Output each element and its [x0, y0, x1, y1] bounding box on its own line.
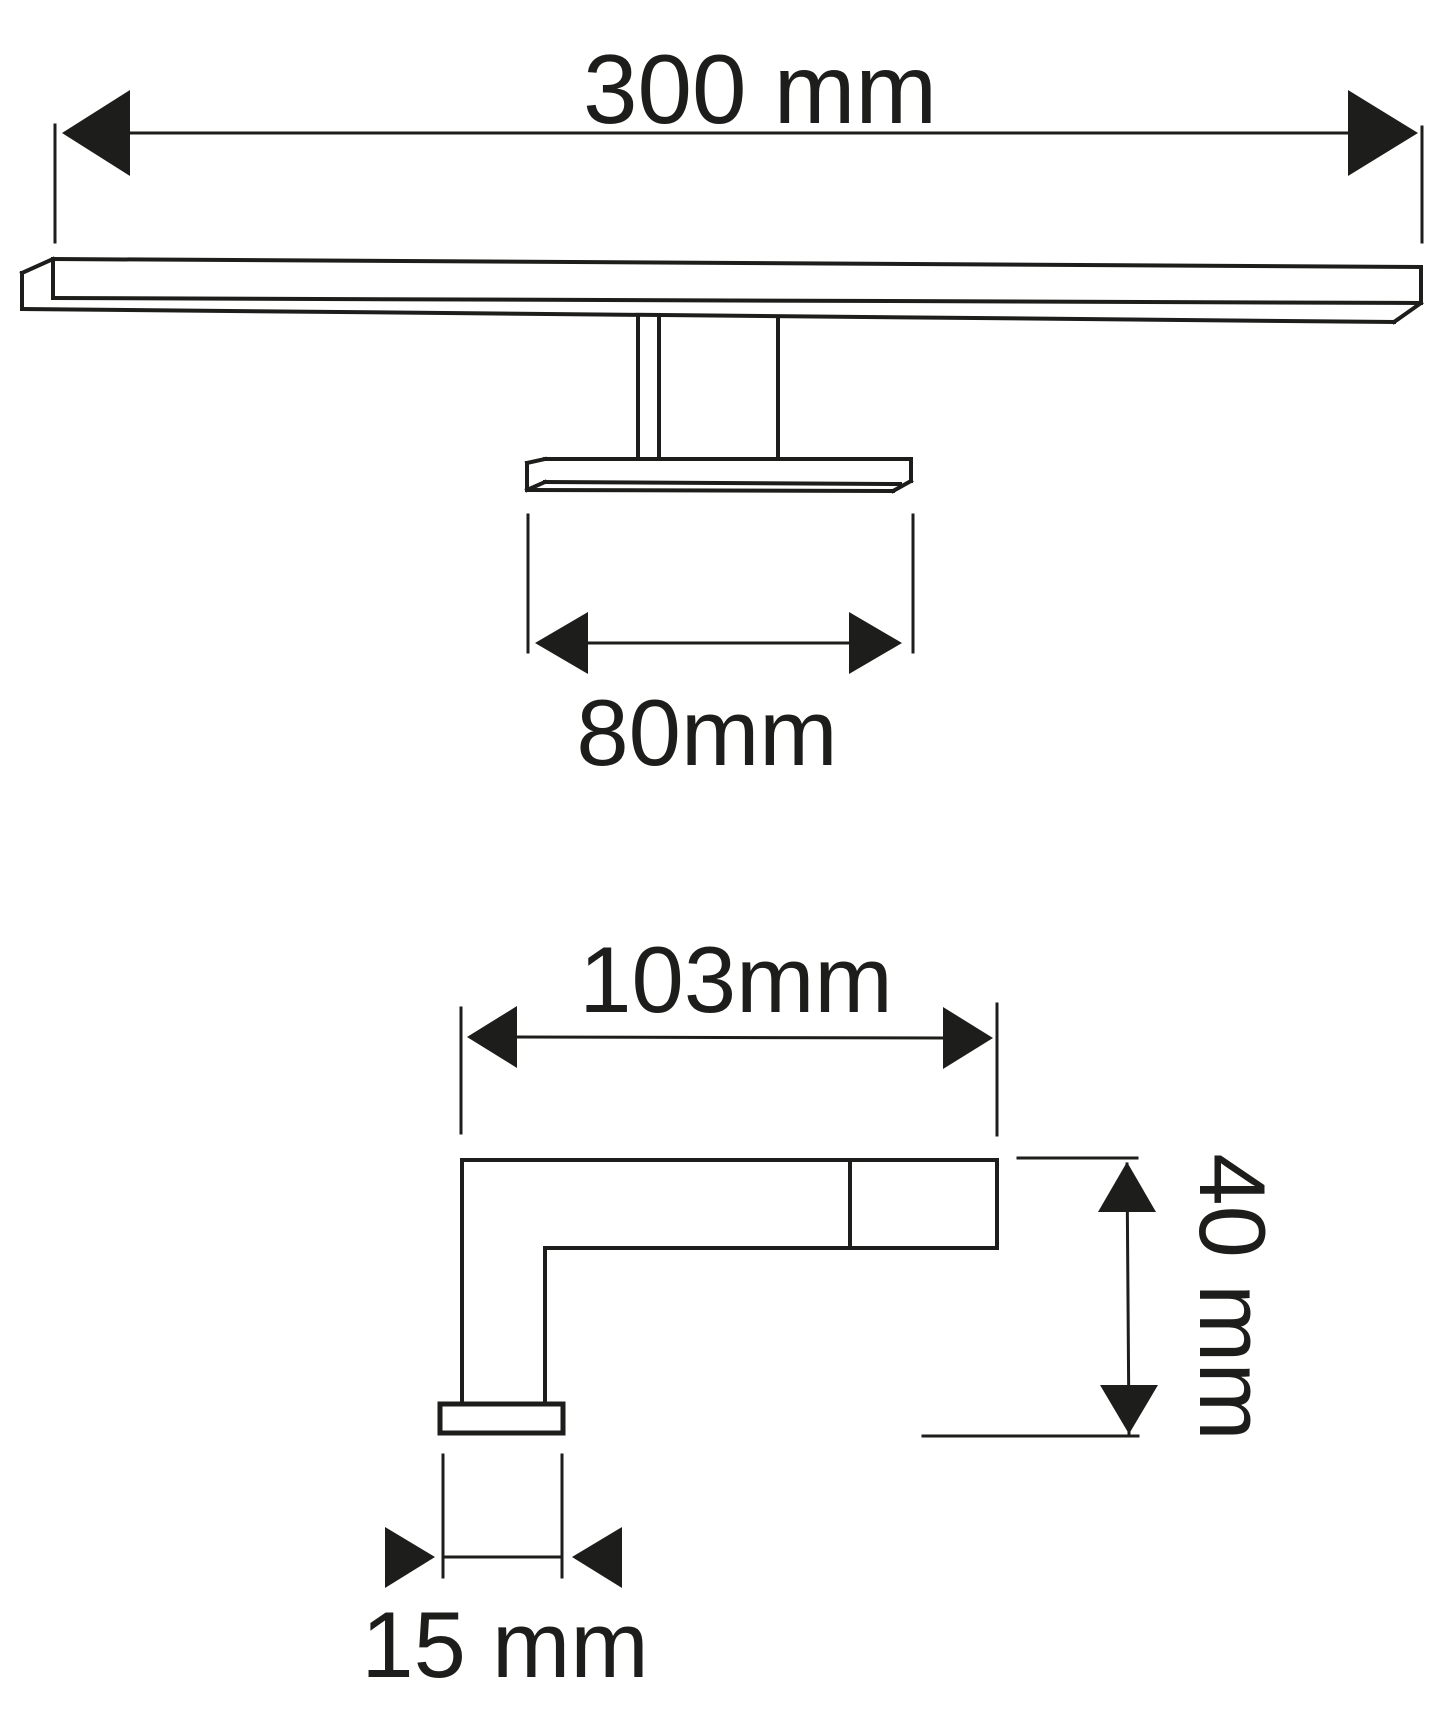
arrowhead-left-icon: [62, 90, 130, 176]
dimension-40mm: 40 mm: [921, 1153, 1285, 1441]
side-profile: [437, 1158, 999, 1436]
plate-front-bottom-edge: [542, 479, 903, 487]
dimension-80mm: 80mm: [526, 513, 915, 785]
dimension-80mm-label: 80mm: [576, 680, 837, 785]
arrowhead-right-icon: [943, 1007, 993, 1069]
bar-right-bevel: [1391, 300, 1424, 325]
mounting-plate: [524, 456, 914, 494]
side-view: 103mm: [361, 927, 1285, 1697]
wall-base-plate: [437, 1401, 566, 1436]
arrowhead-left-icon: [467, 1006, 517, 1068]
arrowhead-right-icon: [849, 612, 902, 674]
arrowhead-left-icon: [572, 1527, 622, 1588]
dimension-40mm-label: 40 mm: [1180, 1153, 1285, 1440]
bar-underside-edge: [19, 306, 1397, 325]
dimension-103mm: 103mm: [459, 927, 999, 1137]
arrowhead-left-icon: [535, 612, 588, 674]
arrowhead-right-icon: [385, 1527, 435, 1588]
front-view: 300 mm: [19, 34, 1424, 785]
plate-right-bevel: [890, 478, 914, 494]
plate-left-cap-top: [524, 456, 548, 466]
arrowhead-down-icon: [1100, 1385, 1158, 1434]
mounting-stem: [636, 316, 780, 461]
bar-top-edge: [50, 256, 1424, 270]
arrowhead-up-icon: [1098, 1162, 1156, 1212]
dimension-15mm-label: 15 mm: [361, 1592, 648, 1697]
dimension-15mm: 15 mm: [361, 1453, 649, 1697]
dimension-300mm-label: 300 mm: [583, 34, 937, 144]
lamp-bar: [19, 256, 1424, 325]
dimension-103mm-label: 103mm: [579, 927, 892, 1032]
plate-left-cap-bottom: [524, 479, 548, 493]
dimension-103mm-line: [513, 1035, 947, 1040]
plate-underside-edge: [524, 487, 896, 494]
bar-front-bottom-edge: [50, 295, 1424, 306]
dimension-300mm: 300 mm: [53, 34, 1424, 244]
arrowhead-right-icon: [1348, 90, 1418, 176]
bar-left-cap-top: [19, 256, 56, 276]
